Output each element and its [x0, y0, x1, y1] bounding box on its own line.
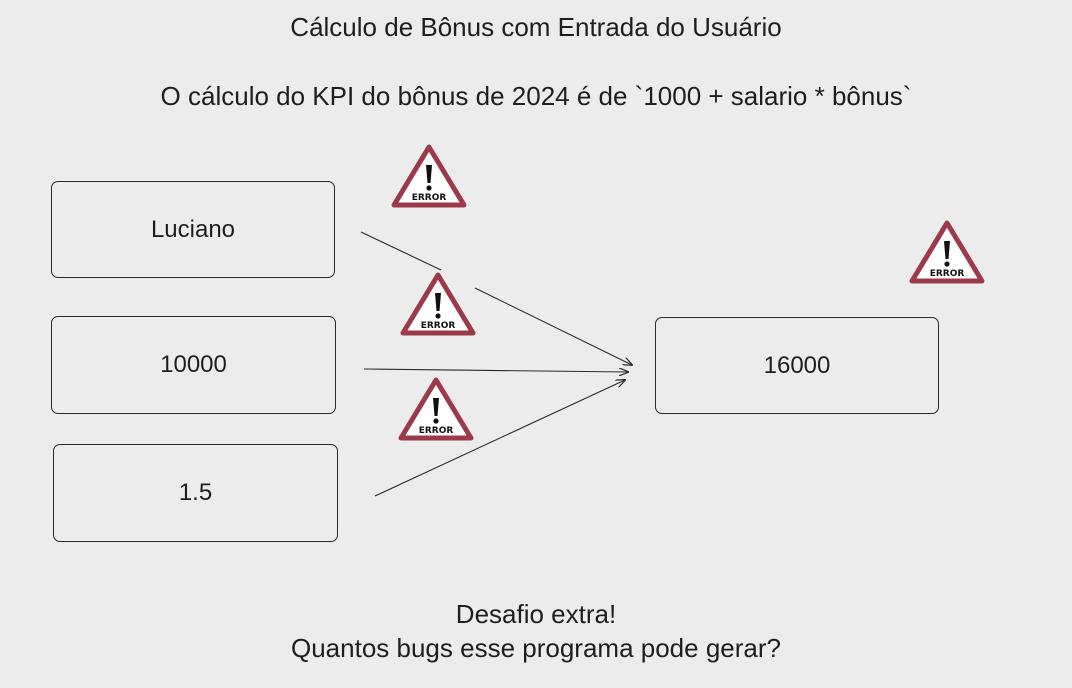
error-warning-icon: ERROR — [400, 272, 476, 336]
result-value: 16000 — [763, 351, 831, 379]
arrow-name-to-result — [360, 231, 442, 271]
arrow-salary-to-result — [363, 369, 628, 372]
name-value: Luciano — [150, 215, 236, 243]
arrow-name-to-result-2 — [474, 287, 632, 365]
challenge-question: Quantos bugs esse programa pode gerar? — [291, 633, 781, 663]
result-output-box: 16000 — [655, 317, 939, 414]
error-warning-icon: ERROR — [398, 377, 474, 441]
error-label: ERROR — [412, 193, 447, 203]
arrow-bonus-to-result — [374, 380, 625, 497]
salary-input-box: 10000 — [51, 316, 336, 414]
page-title: Cálculo de Bônus com Entrada do Usuário — [290, 12, 782, 42]
extra-challenge: Desafio extra! Quantos bugs esse program… — [0, 597, 1072, 665]
salary-value: 10000 — [160, 351, 227, 378]
formula-description: O cálculo do KPI do bônus de 2024 é de `… — [160, 81, 912, 111]
bonus-value: 1.5 — [178, 479, 213, 506]
name-input-box: Luciano — [51, 181, 335, 278]
bonus-input-box: 1.5 — [53, 444, 338, 542]
error-label: ERROR — [419, 426, 454, 436]
challenge-heading: Desafio extra! — [455, 599, 617, 629]
error-label: ERROR — [421, 321, 456, 331]
error-label: ERROR — [930, 269, 965, 279]
error-warning-icon: ERROR — [909, 220, 985, 284]
error-warning-icon: ERROR — [391, 144, 467, 208]
